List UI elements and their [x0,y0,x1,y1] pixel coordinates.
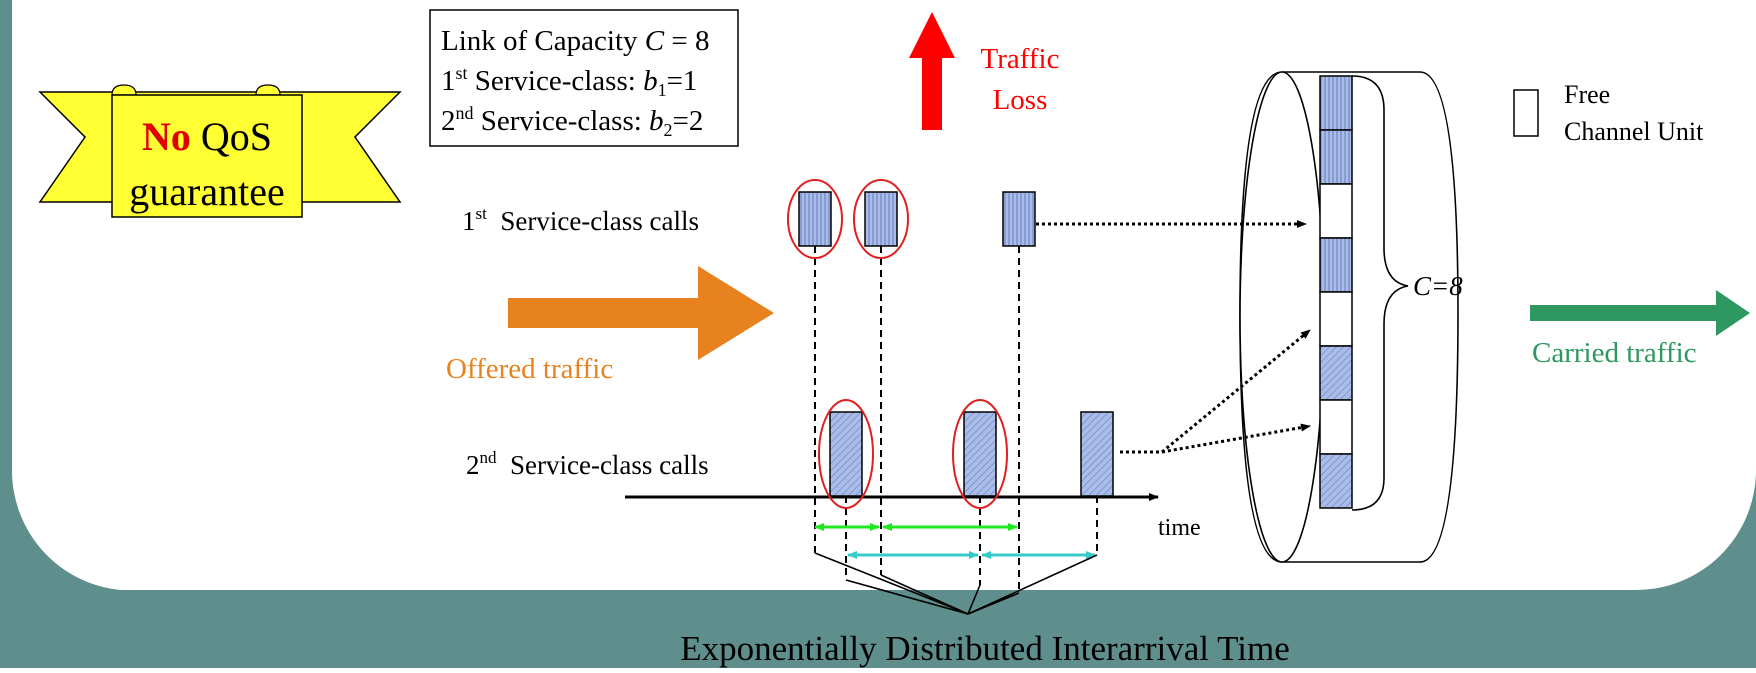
banner-guarantee: guarantee [129,169,284,214]
offered-traffic-label: Offered traffic [446,353,613,385]
channel-unit-5 [1319,291,1353,347]
carried-traffic-label: Carried traffic [1532,337,1697,369]
banner-scroll-left [111,84,137,96]
class1-blocked-ring-2 [853,179,909,259]
banner-qos: QoS [191,114,272,159]
traffic-loss-line-2: Loss [993,84,1048,116]
class2-calls-label: 2nd Service-class calls [466,448,709,480]
arrival-drop-lines [814,246,1098,593]
drum-front-face [1239,71,1325,563]
interarrival-caption: Exponentially Distributed Interarrival T… [680,629,1289,668]
class1-call-3 [1002,191,1036,247]
info-line-class2: 2nd Service-class: b2=2 [441,103,703,140]
class1-call-1 [798,191,832,247]
route-class2-upper [1161,328,1311,454]
info-line-class1: 1st Service-class: b1=1 [441,63,697,100]
traffic-loss-line-1: Traffic [981,43,1060,75]
channel-units [1319,75,1353,509]
channel-unit-2 [1319,129,1353,185]
routing-arrows [1036,220,1311,454]
no-qos-banner: No QoS guarantee [38,84,402,218]
banner-scroll-right [255,84,281,96]
channel-unit-8 [1319,453,1353,509]
route-class2-lower [1161,423,1311,454]
class1-calls-label: 1st Service-class calls [462,204,699,236]
free-unit-legend-swatch [1513,89,1539,137]
channel-unit-6 [1319,345,1353,401]
banner-no: No [142,114,191,159]
channel-unit-7 [1319,399,1353,455]
calls-layer [787,179,1114,509]
link-info-box: Link of Capacity C = 8 1st Service-class… [429,9,739,147]
class1-blocked-ring-1 [787,179,843,259]
time-axis-label: time [1158,515,1201,541]
offered-traffic-arrow [508,266,774,360]
banner-face [111,94,303,218]
capacity-label: C=8 [1413,271,1463,301]
class1-call-2 [864,191,898,247]
class2-call-1 [829,411,863,497]
info-box-frame [429,9,739,147]
traffic-loss-arrow [909,12,955,130]
info-line-capacity: Link of Capacity C = 8 [441,25,709,57]
banner-line-1: No QoS [142,114,272,159]
interarrival-pointer-lines [814,552,1098,615]
channel-unit-1 [1319,75,1353,131]
interarrival-intervals [814,523,1096,559]
legend-line-2: Channel Unit [1564,117,1704,146]
class2-call-2 [963,411,997,497]
capacity-brace [1351,75,1409,511]
legend-line-1: Free [1564,80,1610,109]
channel-unit-4 [1319,237,1353,293]
class2-blocked-ring-2 [952,399,1008,509]
class2-blocked-ring-1 [818,399,874,509]
carried-traffic-arrow [1530,290,1750,336]
channel-unit-3 [1319,183,1353,239]
class2-call-3 [1080,411,1114,497]
